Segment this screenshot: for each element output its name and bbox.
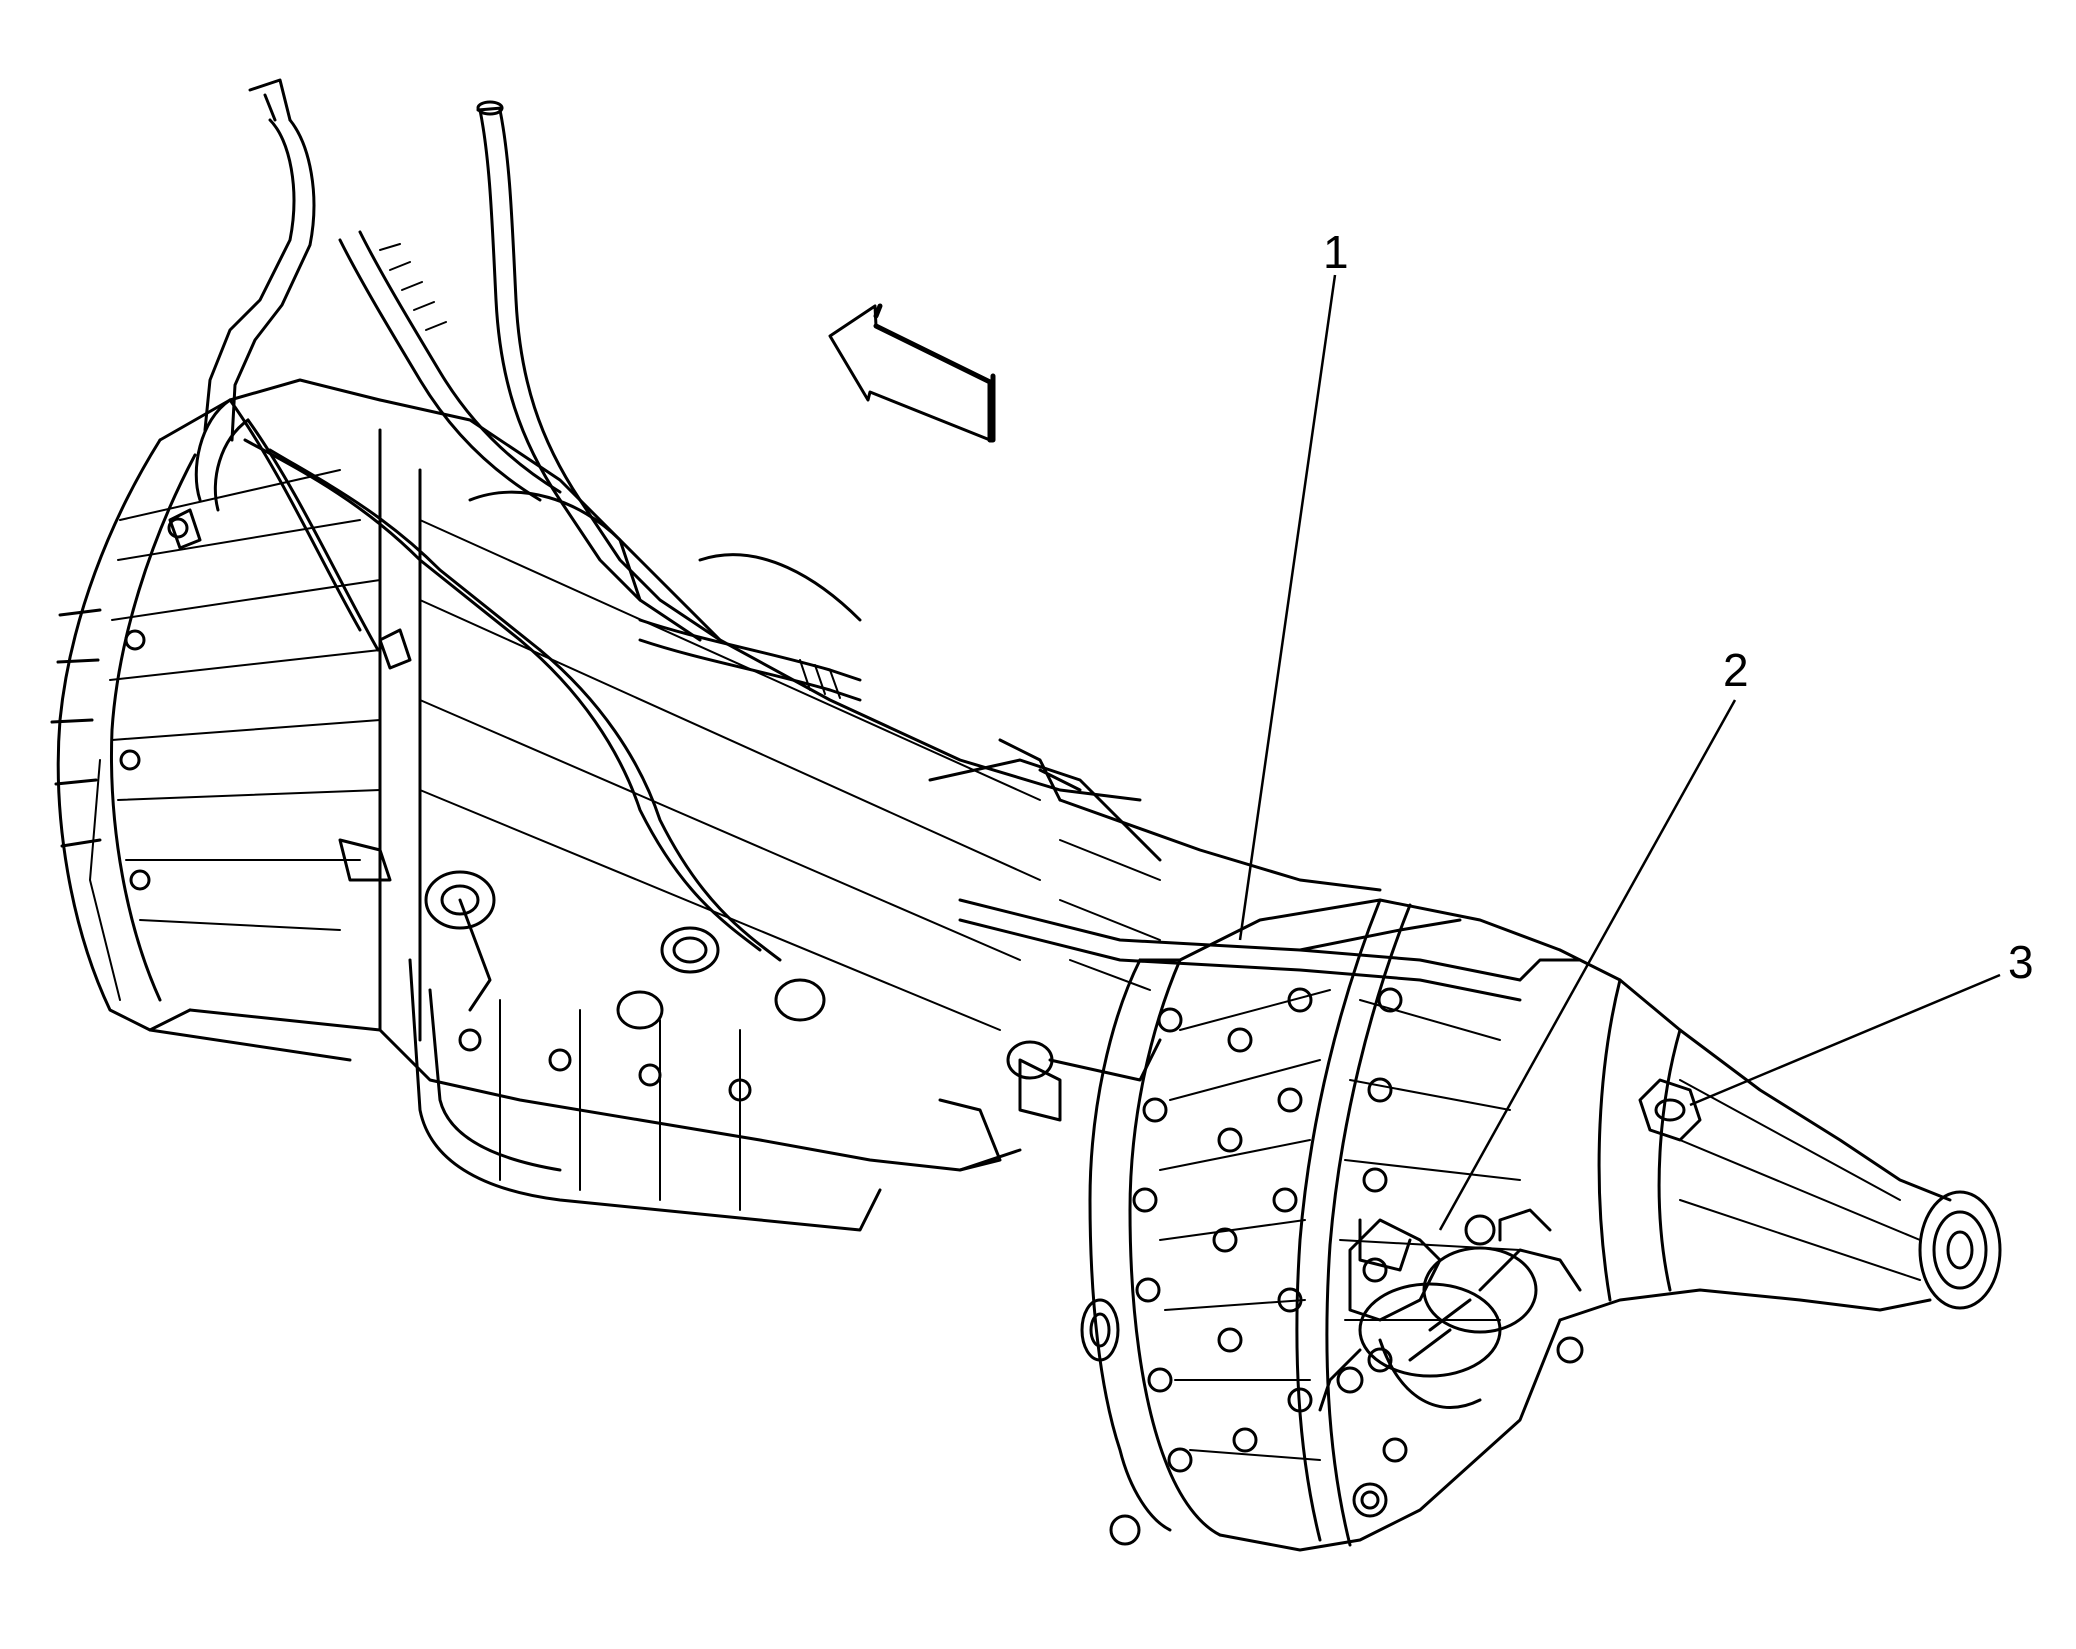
bell-housing <box>50 378 382 1062</box>
callout-1: 1 <box>1323 226 1349 278</box>
callouts: 1 2 3 <box>1323 226 2034 988</box>
callout-3: 3 <box>2008 936 2034 988</box>
vent-tube-callout-1-part <box>958 898 1582 1002</box>
dipstick-tube <box>476 100 722 642</box>
leader-line-1 <box>1238 274 1337 941</box>
transfer-case <box>1080 898 1562 1552</box>
leader-line-2 <box>1438 699 1737 1231</box>
rear-output-housing <box>1558 948 2002 1322</box>
front-direction-arrow-icon <box>828 303 996 443</box>
cooler-lines <box>168 78 782 962</box>
transmission-case <box>338 398 1142 1232</box>
leader-lines <box>1238 274 2001 1231</box>
callout-2: 2 <box>1723 644 1749 696</box>
leader-line-3 <box>1689 973 2001 1107</box>
wiring-harness <box>338 230 862 702</box>
encoder-motor <box>1318 1208 1584 1412</box>
